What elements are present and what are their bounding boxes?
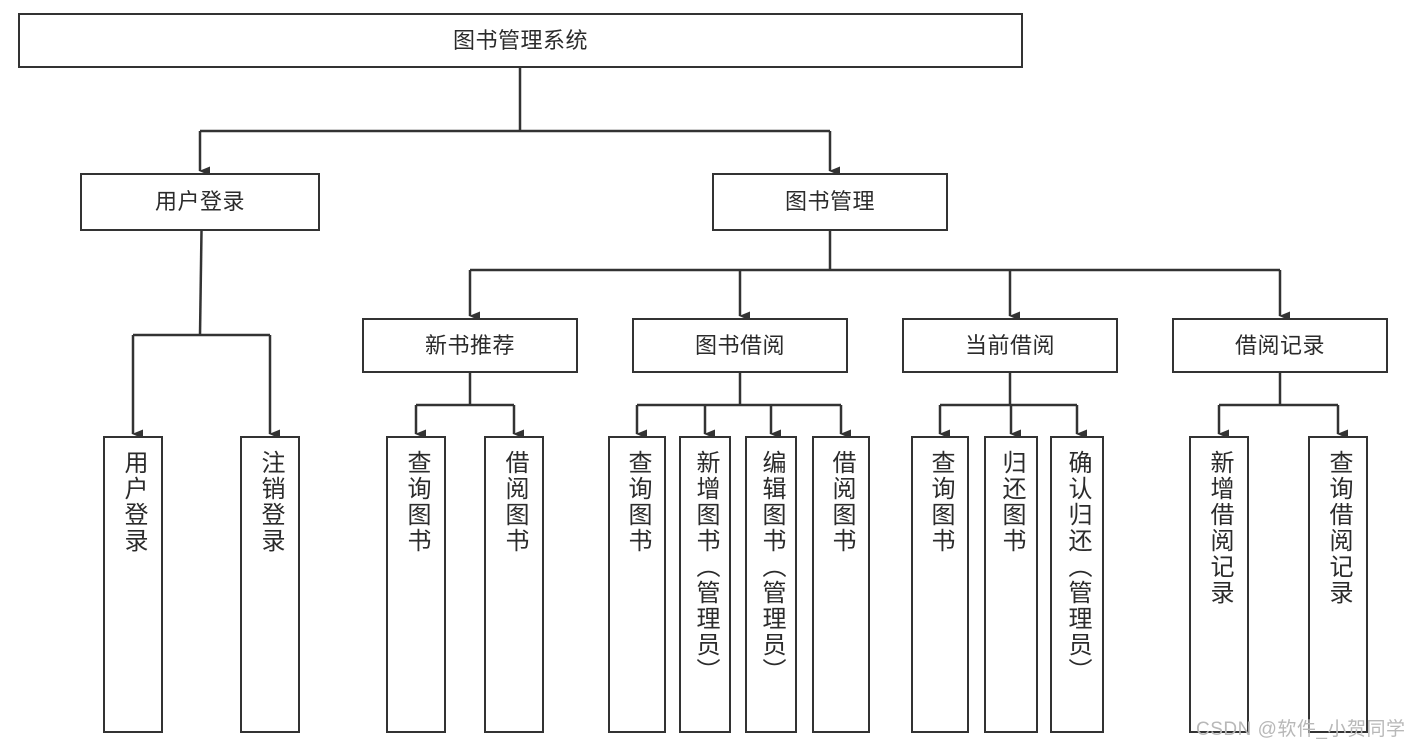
leaf-cur-confirm-return-label: 确认归还（管理员） bbox=[1064, 450, 1091, 684]
leaf-cur-query-book-label: 查询图书 bbox=[927, 450, 954, 554]
leaf-rec-add-record-label: 新增借阅记录 bbox=[1206, 450, 1233, 606]
node-current-borrow-label: 当前借阅 bbox=[964, 332, 1055, 358]
leaf-borrow-add-book[interactable]: 新增图书（管理员） bbox=[679, 436, 731, 733]
leaf-user-logout[interactable]: 注销登录 bbox=[240, 436, 300, 733]
node-borrow-record[interactable]: 借阅记录 bbox=[1172, 318, 1388, 373]
leaf-cur-return-book-label: 归还图书 bbox=[998, 450, 1025, 554]
leaf-borrow-edit-book-label: 编辑图书（管理员） bbox=[758, 450, 785, 684]
node-new-book-rec-label: 新书推荐 bbox=[424, 332, 515, 358]
leaf-cur-query-book[interactable]: 查询图书 bbox=[911, 436, 969, 733]
leaf-rec-borrow-book[interactable]: 借阅图书 bbox=[484, 436, 544, 733]
node-current-borrow[interactable]: 当前借阅 bbox=[902, 318, 1118, 373]
node-root-label: 图书管理系统 bbox=[452, 27, 588, 53]
leaf-user-login-label: 用户登录 bbox=[120, 450, 147, 554]
node-book-manage-label: 图书管理 bbox=[784, 189, 875, 215]
leaf-borrow-add-book-label: 新增图书（管理员） bbox=[692, 450, 719, 684]
leaf-rec-borrow-book-label: 借阅图书 bbox=[501, 450, 528, 554]
node-book-manage[interactable]: 图书管理 bbox=[712, 173, 948, 231]
leaf-borrow-lend-book-label: 借阅图书 bbox=[828, 450, 855, 554]
leaf-rec-query-record-label: 查询借阅记录 bbox=[1325, 450, 1352, 606]
node-root[interactable]: 图书管理系统 bbox=[18, 13, 1023, 68]
leaf-borrow-lend-book[interactable]: 借阅图书 bbox=[812, 436, 870, 733]
leaf-user-login[interactable]: 用户登录 bbox=[103, 436, 163, 733]
connector-lines bbox=[131, 68, 1348, 439]
leaf-cur-return-book[interactable]: 归还图书 bbox=[984, 436, 1038, 733]
leaf-user-logout-label: 注销登录 bbox=[257, 450, 284, 554]
leaf-borrow-edit-book[interactable]: 编辑图书（管理员） bbox=[745, 436, 797, 733]
node-user-login-label: 用户登录 bbox=[154, 189, 245, 215]
leaf-rec-query-book-label: 查询图书 bbox=[403, 450, 430, 554]
leaf-rec-query-record[interactable]: 查询借阅记录 bbox=[1308, 436, 1368, 733]
leaf-rec-query-book[interactable]: 查询图书 bbox=[386, 436, 446, 733]
leaf-rec-add-record[interactable]: 新增借阅记录 bbox=[1189, 436, 1249, 733]
node-borrow-record-label: 借阅记录 bbox=[1234, 332, 1325, 358]
node-new-book-rec[interactable]: 新书推荐 bbox=[362, 318, 578, 373]
leaf-cur-confirm-return[interactable]: 确认归还（管理员） bbox=[1050, 436, 1104, 733]
leaf-borrow-query-book-label: 查询图书 bbox=[624, 450, 651, 554]
node-book-borrow-label: 图书借阅 bbox=[694, 332, 785, 358]
node-user-login[interactable]: 用户登录 bbox=[80, 173, 320, 231]
node-book-borrow[interactable]: 图书借阅 bbox=[632, 318, 848, 373]
leaf-borrow-query-book[interactable]: 查询图书 bbox=[608, 436, 666, 733]
